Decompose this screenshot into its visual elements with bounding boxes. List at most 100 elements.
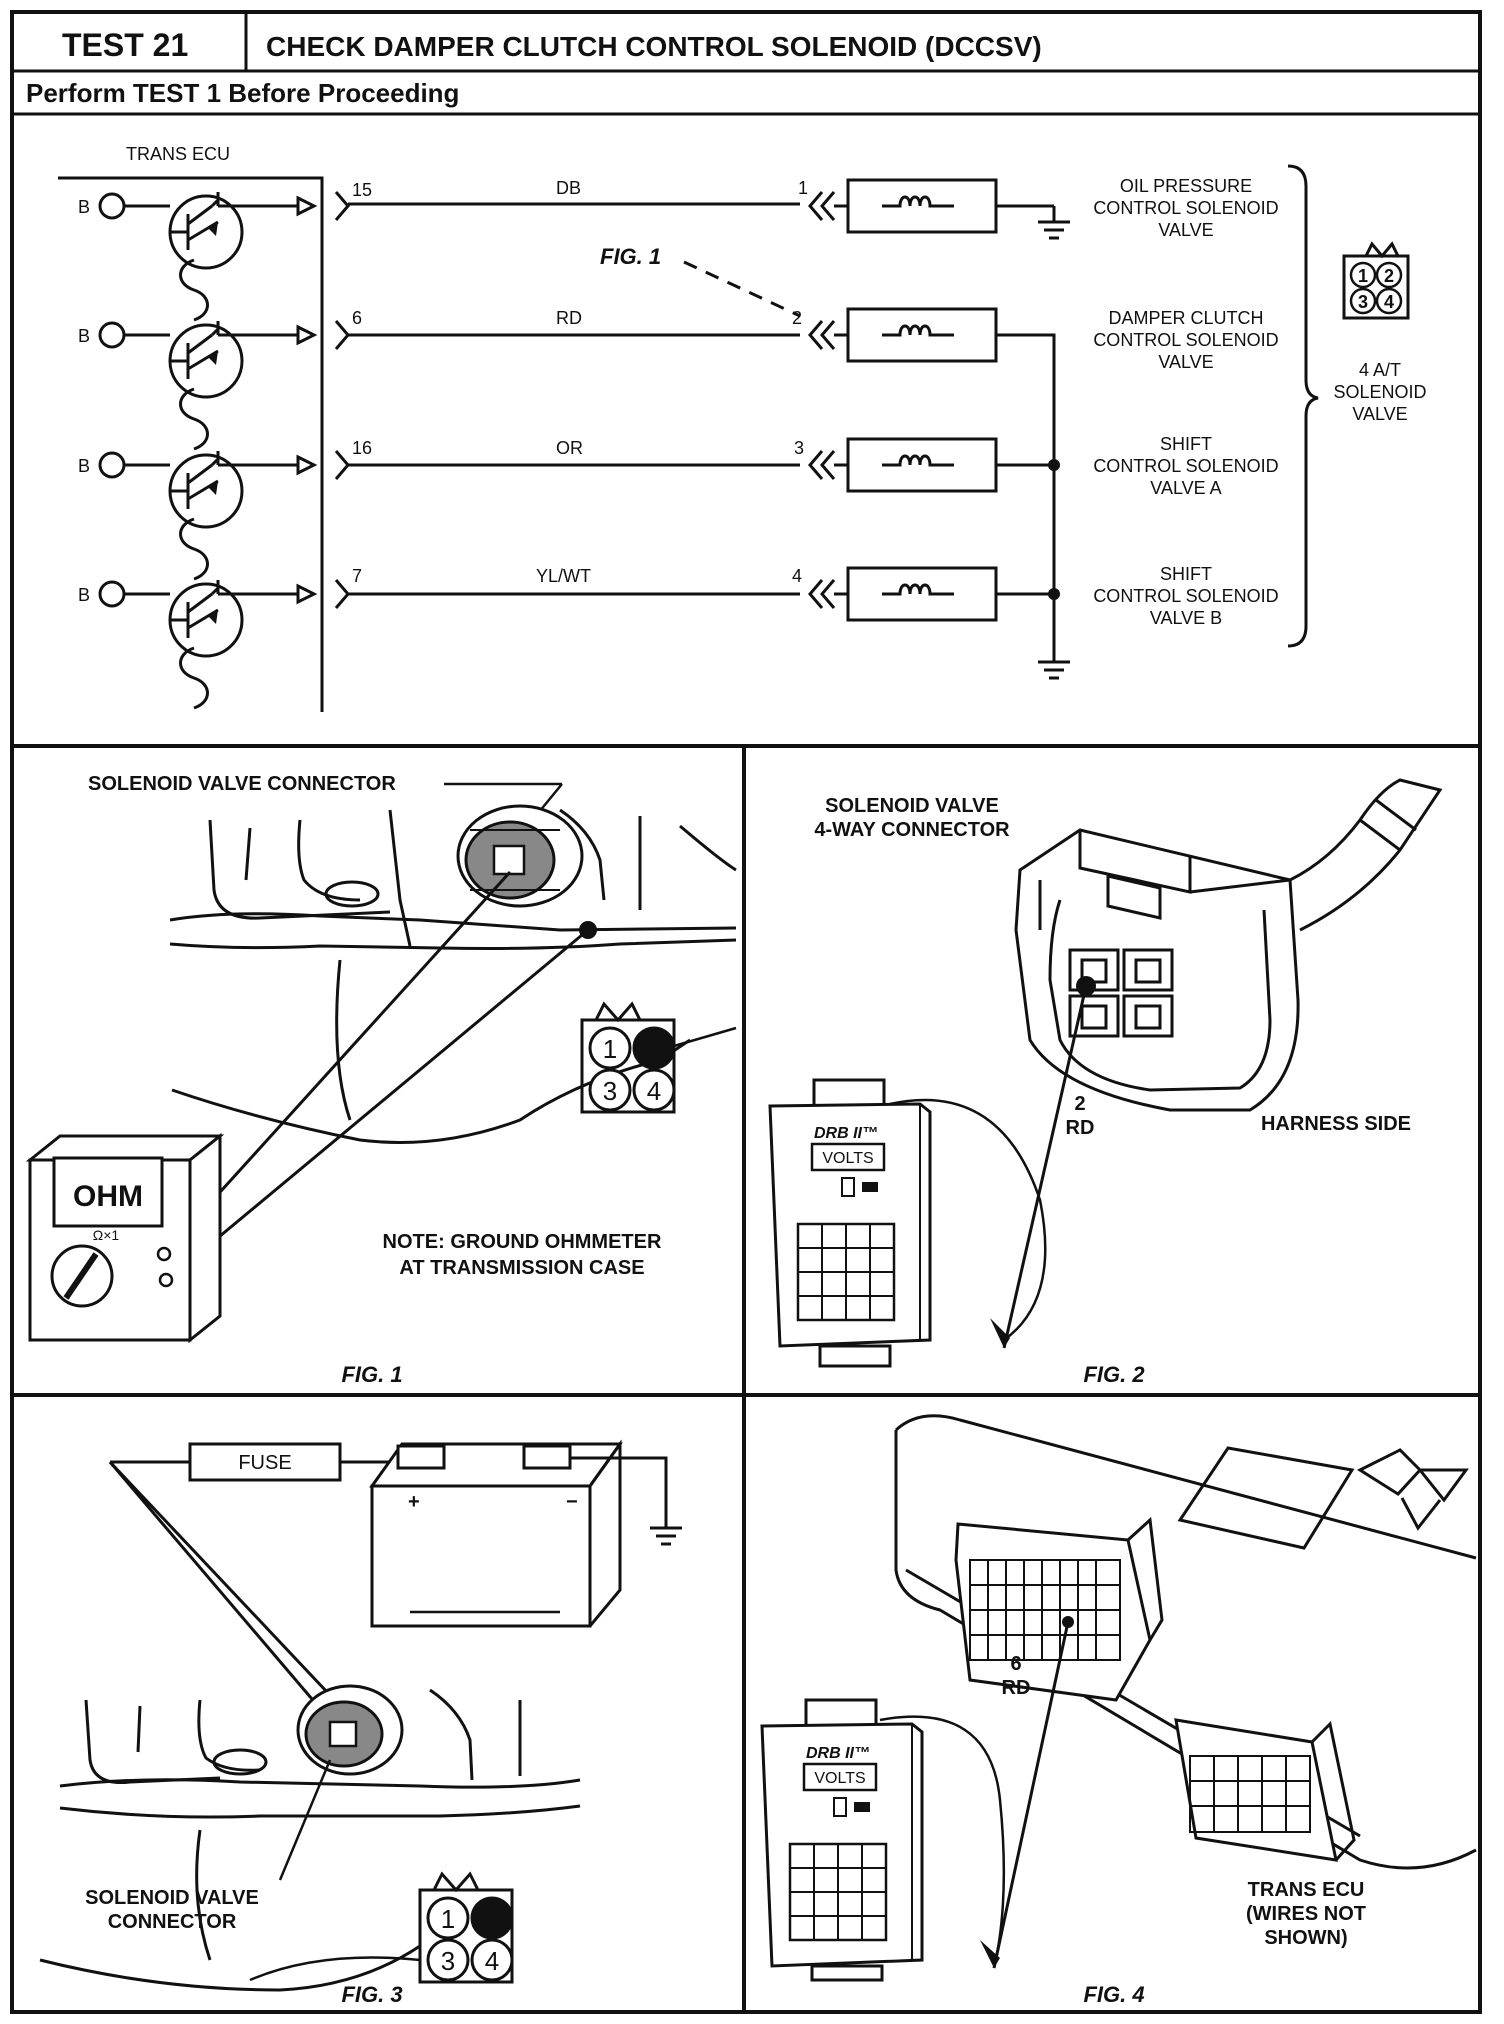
fig1-connector-label: SOLENOID VALVE CONNECTOR	[88, 773, 396, 795]
probe-jack	[156, 1246, 172, 1262]
valve-group-brace	[1287, 164, 1319, 648]
ecu-pin: 15	[352, 180, 372, 200]
fuse-label: FUSE	[238, 1452, 291, 1474]
supply-label: B	[78, 456, 90, 476]
probe-lead	[171, 928, 589, 1278]
meter-display: OHM	[73, 1180, 143, 1213]
pin-2: 2	[1384, 266, 1394, 286]
battery-negative: −	[566, 1491, 578, 1513]
battery-positive: +	[408, 1491, 420, 1513]
fig3-pinout-icon: 1 3 4	[249, 1871, 514, 1984]
valve-name-line1: OIL PRESSURE	[1120, 176, 1252, 196]
circuit-row: B 7 YL/WT 4 SHIFT CONTROL SOLENOID VALVE…	[78, 564, 1279, 710]
fig4-wire-color: RD	[1002, 1677, 1031, 1699]
pin-1: 1	[603, 1034, 617, 1064]
valve-name-line2: CONTROL SOLENOID	[1093, 586, 1278, 606]
fig4-pin-number: 6	[1010, 1653, 1021, 1675]
ecu-driver-transistor	[168, 190, 244, 322]
wire-color: RD	[556, 308, 582, 328]
jumper-lead	[108, 1460, 346, 1712]
battery: + −	[369, 1439, 623, 1628]
wire-color: YL/WT	[536, 566, 591, 586]
trans-ecu-drawing	[894, 1414, 1477, 1870]
fig4-ecu-label-line1: TRANS ECU	[1248, 1879, 1365, 1901]
group-label-line2: SOLENOID	[1333, 382, 1426, 402]
fig1-note-line1: NOTE: GROUND OHMMETER	[383, 1231, 662, 1253]
valve-name-line1: DAMPER CLUTCH	[1108, 308, 1263, 328]
fig3-connector-label-line2: CONNECTOR	[108, 1911, 237, 1933]
pin-4: 4	[647, 1076, 661, 1106]
fig3-connector-label-line1: SOLENOID VALVE	[85, 1887, 259, 1909]
probe-lead	[162, 870, 512, 1256]
supply-label: B	[78, 197, 90, 217]
connector-pin: 3	[794, 438, 804, 458]
ecu-label: TRANS ECU	[126, 144, 230, 164]
pin-3: 3	[441, 1946, 455, 1976]
pin-4: 4	[1384, 292, 1394, 312]
pin-3: 3	[1358, 292, 1368, 312]
valve-name-line1: SHIFT	[1160, 434, 1212, 454]
test-number: TEST 21	[62, 27, 188, 63]
probe-lead	[992, 1621, 1070, 1969]
fig2-panel: SOLENOID VALVE 4-WAY CONNECTOR 2 RD HARN…	[768, 778, 1443, 1387]
valve-name-line3: VALVE B	[1150, 608, 1222, 628]
probe-lead	[1002, 985, 1088, 1349]
transmission-case-drawing	[39, 1688, 581, 1992]
group-label-line1: 4 A/T	[1359, 360, 1401, 380]
drb-tester: DRB II™ VOLTS	[760, 1698, 1006, 1982]
pin-1: 1	[441, 1904, 455, 1934]
supply-label: B	[78, 326, 90, 346]
valve-name-line3: VALVE	[1158, 352, 1213, 372]
ecu-pin: 7	[352, 566, 362, 586]
tester-brand: DRB II™	[806, 1745, 870, 1762]
ecu-driver-transistor	[168, 319, 244, 451]
fig2-connector-label-line2: 4-WAY CONNECTOR	[814, 819, 1010, 841]
fig1-note-line2: AT TRANSMISSION CASE	[399, 1257, 644, 1279]
wire-color: OR	[556, 438, 583, 458]
transmission-case-drawing	[169, 808, 737, 1144]
solenoid-connector-drawing	[296, 1684, 404, 1776]
wire-color: DB	[556, 178, 581, 198]
ground-symbol	[1036, 204, 1072, 240]
ohmmeter: OHM Ω×1	[25, 1132, 225, 1344]
fig4-caption: FIG. 4	[1083, 1982, 1144, 2007]
fig1-pinout-icon: 1 3 4	[580, 1001, 737, 1114]
connector-pin: 1	[798, 178, 808, 198]
fig2-connector-label-line1: SOLENOID VALVE	[825, 795, 999, 817]
tester-mode: VOLTS	[822, 1150, 873, 1167]
ecu-pin: 16	[352, 438, 372, 458]
ecu-driver-transistor	[168, 449, 244, 581]
drb-tester: DRB II™ VOLTS	[768, 1078, 1047, 1368]
fig3-panel: FUSE + −	[39, 1439, 684, 2007]
wiring-schematic: TRANS ECU B 15 DB 1 OIL PRESSURE CONTROL…	[58, 144, 1427, 712]
valve-name-line3: VALVE A	[1150, 478, 1221, 498]
fig2-side-label: HARNESS SIDE	[1261, 1113, 1411, 1135]
fig4-ecu-label-line2: (WIRES NOT	[1246, 1903, 1366, 1925]
range-dial	[50, 1244, 114, 1308]
connector-pin: 4	[792, 566, 802, 586]
fig1-caption: FIG. 1	[341, 1362, 402, 1387]
ground-symbol	[648, 1510, 684, 1546]
ground-symbol	[1036, 644, 1072, 680]
fig1-leader	[683, 260, 801, 318]
fig1-callout: FIG. 1	[600, 244, 661, 269]
fig2-wire-color: RD	[1066, 1117, 1095, 1139]
circuit-row: B 6 RD 2 DAMPER CLUTCH CONTROL SOLENOID …	[78, 307, 1279, 451]
prereq-note: Perform TEST 1 Before Proceeding	[26, 78, 459, 108]
tester-mode: VOLTS	[814, 1770, 865, 1787]
fig2-pin-number: 2	[1074, 1093, 1085, 1115]
fig1-panel: SOLENOID VALVE CONNECTOR	[25, 773, 737, 1387]
fig4-ecu-label-line3: SHOWN)	[1264, 1927, 1347, 1949]
valve-name-line3: VALVE	[1158, 220, 1213, 240]
ecu-driver-transistor	[168, 578, 244, 710]
solenoid-coil	[846, 178, 998, 234]
valve-name-line2: CONTROL SOLENOID	[1093, 198, 1278, 218]
group-label-line3: VALVE	[1352, 404, 1407, 424]
circuit-row: B 16 OR 3 SHIFT CONTROL SOLENOID VALVE A	[78, 434, 1279, 581]
ecu-pin: 6	[352, 308, 362, 328]
solenoid-connector-drawing	[456, 804, 584, 908]
valve-name-line2: CONTROL SOLENOID	[1093, 330, 1278, 350]
connector-pinout-icon: 1 2 3 4	[1342, 241, 1410, 320]
